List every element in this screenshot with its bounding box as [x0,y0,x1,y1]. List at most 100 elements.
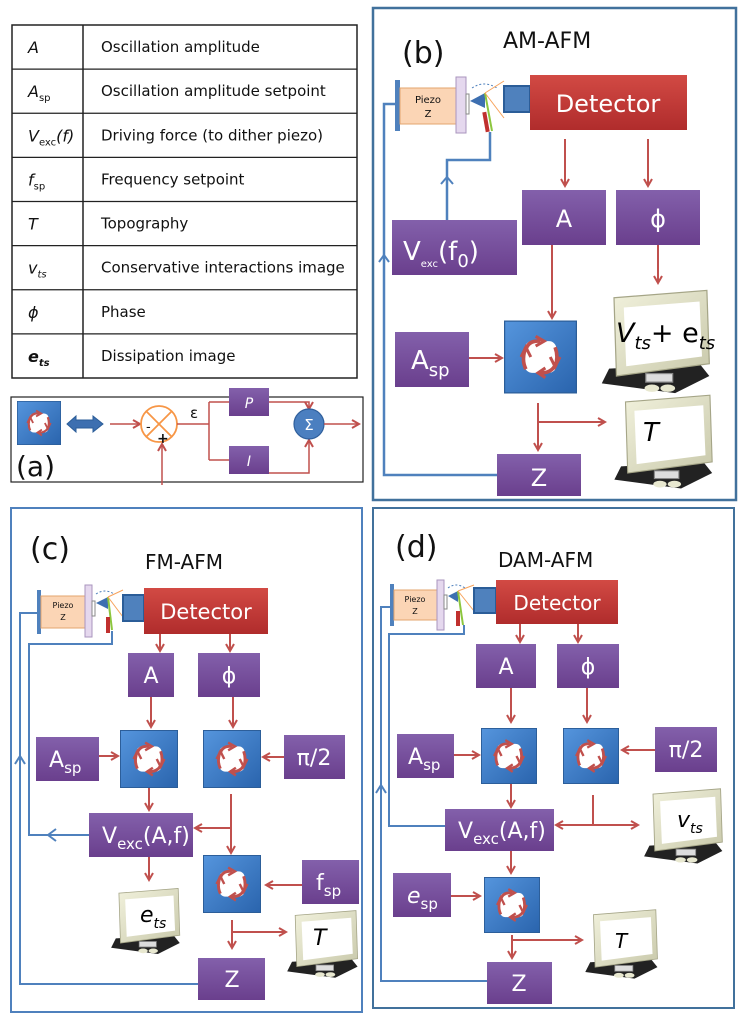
panel-c-border [10,507,363,1013]
piezo-cantilever-assembly [395,76,531,134]
i-block-label: I [247,454,251,470]
panel-d-label: (d) [395,530,437,565]
panel-b-title: AM-AFM [503,29,591,54]
table-description-cell: Conservative interactions image [101,259,345,277]
esp-block [393,873,451,917]
amplitude-block [128,653,174,697]
table-description-cell: Driving force (to dither piezo) [101,126,323,144]
asp-block [36,737,99,781]
p-block-label: P [245,396,254,412]
controller-icon [484,877,540,933]
detector-block [144,588,268,634]
controller-icon [203,855,261,913]
asp-label: Asp [411,346,450,381]
panel-b-label: (b) [402,36,444,71]
monitor-topography-label: T [643,418,661,448]
amplitude-block [476,644,536,688]
table-symbol-cell: fsp [28,170,45,192]
panel-d-border [372,507,735,1009]
sigma-label: Σ [304,416,313,434]
vexc-block [445,809,554,851]
asp-block [397,734,454,778]
detector-label: Detector [556,90,661,118]
piezo-label-2: Z [60,613,66,622]
detector-label: Detector [513,591,601,615]
controller-icon [203,730,261,788]
z-label: Z [531,464,547,492]
panel-d-title: DAM-AFM [498,548,593,572]
panel-c-label: (c) [30,532,70,567]
z-block [497,454,581,496]
table-symbol-cell: ϕ [28,303,39,322]
table-description-cell: Oscillation amplitude [101,38,260,56]
z-block [198,958,265,1000]
table-symbol-cell: A [27,38,39,57]
piezo-cantilever-assembly [390,579,497,631]
table-symbol-cell: Asp [27,82,51,104]
monitor-topography-label: T [313,926,328,951]
table-description-cell: Frequency setpoint [101,170,245,188]
vexc-block [89,813,193,857]
amplitude-label: A [498,655,513,680]
phase-label: ϕ [222,664,237,689]
phase-label: ϕ [581,655,596,680]
asp-label: Asp [49,748,81,777]
monitor-topography-label: T [615,929,629,953]
phase-block [557,644,619,688]
vexc-label: Vexc(f0) [403,237,479,272]
table-symbol-cell: vts [28,259,47,281]
monitor-icon [613,394,713,490]
piezo-label-1: Piezo [53,601,74,610]
monitor-vts-label: vts [677,808,703,837]
table-symbol-cell: T [28,215,39,234]
monitor-vts-ets-label: Vts+ ets [616,318,715,354]
piezo-label-1: Piezo [405,595,426,604]
p-block [229,388,269,416]
piezo-label-1: Piezo [415,95,441,106]
vexc-label: Vexc(A,f) [102,824,190,853]
error-epsilon: ε [190,404,198,422]
piezo-label-2: Z [425,109,432,120]
pi-half-label: π/2 [297,746,332,771]
vexc-label: Vexc(A,f) [458,819,546,848]
phase-block [616,190,700,245]
table-description-cell: Topography [100,215,188,233]
minus-sign: - [146,420,151,435]
panel-c-title: FM-AFM [145,550,223,574]
pi-half-label: π/2 [669,738,704,763]
detector-label: Detector [160,600,252,624]
esp-label: esp [407,884,438,913]
piezo-cantilever-assembly [37,584,145,638]
asp-block [395,332,469,387]
amplitude-label: A [143,664,158,689]
phase-label: ϕ [650,205,666,233]
table-description-cell: Oscillation amplitude setpoint [101,82,326,100]
monitor-ets-label: ets [140,903,166,932]
panel-a-pid-controller: - + ε P I Σ (a) [10,388,364,485]
table-symbol-cell: Vexc(f) [28,126,74,148]
pi-half-block [284,735,345,779]
panel-c-fm-afm: (c) FM-AFM Piezo Z Detector A ϕ [10,507,363,1013]
double-arrow-icon [66,414,104,434]
z-block [487,962,552,1004]
fsp-label: fsp [316,871,341,900]
amplitude-block [522,190,606,245]
controller-icon [17,401,61,445]
asp-label: Asp [408,745,440,774]
vexc-block [392,220,517,275]
amplitude-label: A [556,205,573,233]
z-label: Z [511,972,526,997]
fsp-block [302,860,359,904]
piezo-label-2: Z [412,607,418,616]
controller-icon [120,730,178,788]
z-label: Z [224,968,239,993]
pi-half-block [655,727,717,772]
controller-icon [481,728,537,784]
detector-block [496,580,618,624]
panel-b-border [371,6,738,502]
phase-block [198,653,260,697]
panel-a-label: (a) [16,450,55,483]
panel-b-am-afm: (b) AM-AFM Piezo Z Detector A ϕ Vex [371,6,738,502]
